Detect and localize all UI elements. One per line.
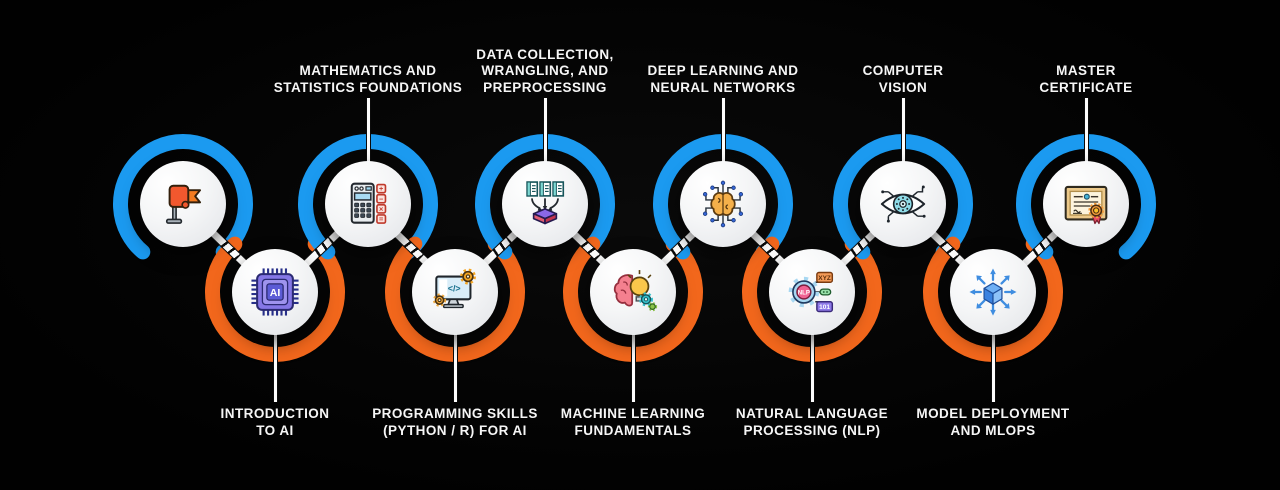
label-connector-line — [900, 98, 906, 172]
icon-bubble: NLP XYZ 101 — [769, 249, 855, 335]
progress-ring-blue — [113, 134, 253, 260]
svg-text:NLP: NLP — [798, 289, 810, 296]
label-connector-line — [720, 98, 726, 172]
label-connector-line — [452, 322, 458, 402]
icon-bubble — [1043, 161, 1129, 247]
icon-bubble — [590, 249, 676, 335]
label-connector-line — [809, 322, 815, 402]
flag-icon — [165, 184, 202, 224]
svg-text:=: = — [379, 215, 383, 224]
label-connector-line — [365, 98, 371, 172]
svg-text:−: − — [379, 194, 383, 203]
brain-bulb-icon — [613, 270, 658, 312]
node-label-computer-vision: COMPUTER VISION — [862, 63, 944, 95]
icon-bubble — [860, 161, 946, 247]
node-label-ml-fundamentals: MACHINE LEARNING FUNDAMENTALS — [560, 406, 706, 438]
node-label-nlp: NATURAL LANGUAGE PROCESSING (NLP) — [735, 406, 889, 438]
icon-bubble: AI — [232, 249, 318, 335]
label-connector-line — [1083, 98, 1089, 172]
svg-text:101: 101 — [819, 304, 830, 311]
icon-bubble — [950, 249, 1036, 335]
svg-text:XYZ: XYZ — [818, 275, 831, 282]
svg-text:+: + — [379, 184, 383, 193]
node-label-mathematics: MATHEMATICS AND STATISTICS FOUNDATIONS — [273, 63, 463, 95]
neural-brain-icon — [702, 180, 744, 228]
node-label-introduction: INTRODUCTION TO AI — [220, 406, 330, 438]
ai-chip-icon: AI — [251, 268, 299, 316]
label-connector-line — [272, 322, 278, 402]
icon-bubble — [502, 161, 588, 247]
deploy-cube-icon — [969, 268, 1017, 316]
nlp-gear-icon: NLP XYZ 101 — [788, 271, 834, 313]
data-funnel-icon — [526, 181, 565, 225]
svg-text:AI: AI — [270, 287, 281, 299]
node-label-programming: PROGRAMMING SKILLS (PYTHON / R) FOR AI — [372, 406, 538, 438]
icon-bubble: </> — [412, 249, 498, 335]
node-label-data-collection: DATA COLLECTION, WRANGLING, AND PREPROCE… — [476, 46, 614, 95]
node-start — [108, 129, 258, 279]
code-monitor-icon: </> — [432, 268, 476, 309]
label-connector-line — [990, 322, 996, 402]
svg-text:</>: </> — [448, 284, 461, 294]
icon-bubble: + − × = — [325, 161, 411, 247]
icon-bubble — [680, 161, 766, 247]
label-connector-line — [542, 98, 548, 172]
svg-text:×: × — [379, 204, 383, 213]
calculator-icon: + − × = — [350, 182, 387, 224]
node-label-deep-learning: DEEP LEARNING AND NEURAL NETWORKS — [647, 63, 799, 95]
node-mathematics-statistics: + − × = — [293, 129, 443, 279]
vision-eye-icon — [880, 185, 926, 223]
certificate-icon — [1064, 185, 1108, 225]
node-label-model-deployment: MODEL DEPLOYMENT AND MLOPS — [916, 406, 1070, 438]
node-label-master-certificate: MASTER CERTIFICATE — [1039, 63, 1133, 95]
label-connector-line — [630, 322, 636, 402]
node-nlp: NLP XYZ 101 — [737, 217, 887, 367]
icon-bubble — [140, 161, 226, 247]
